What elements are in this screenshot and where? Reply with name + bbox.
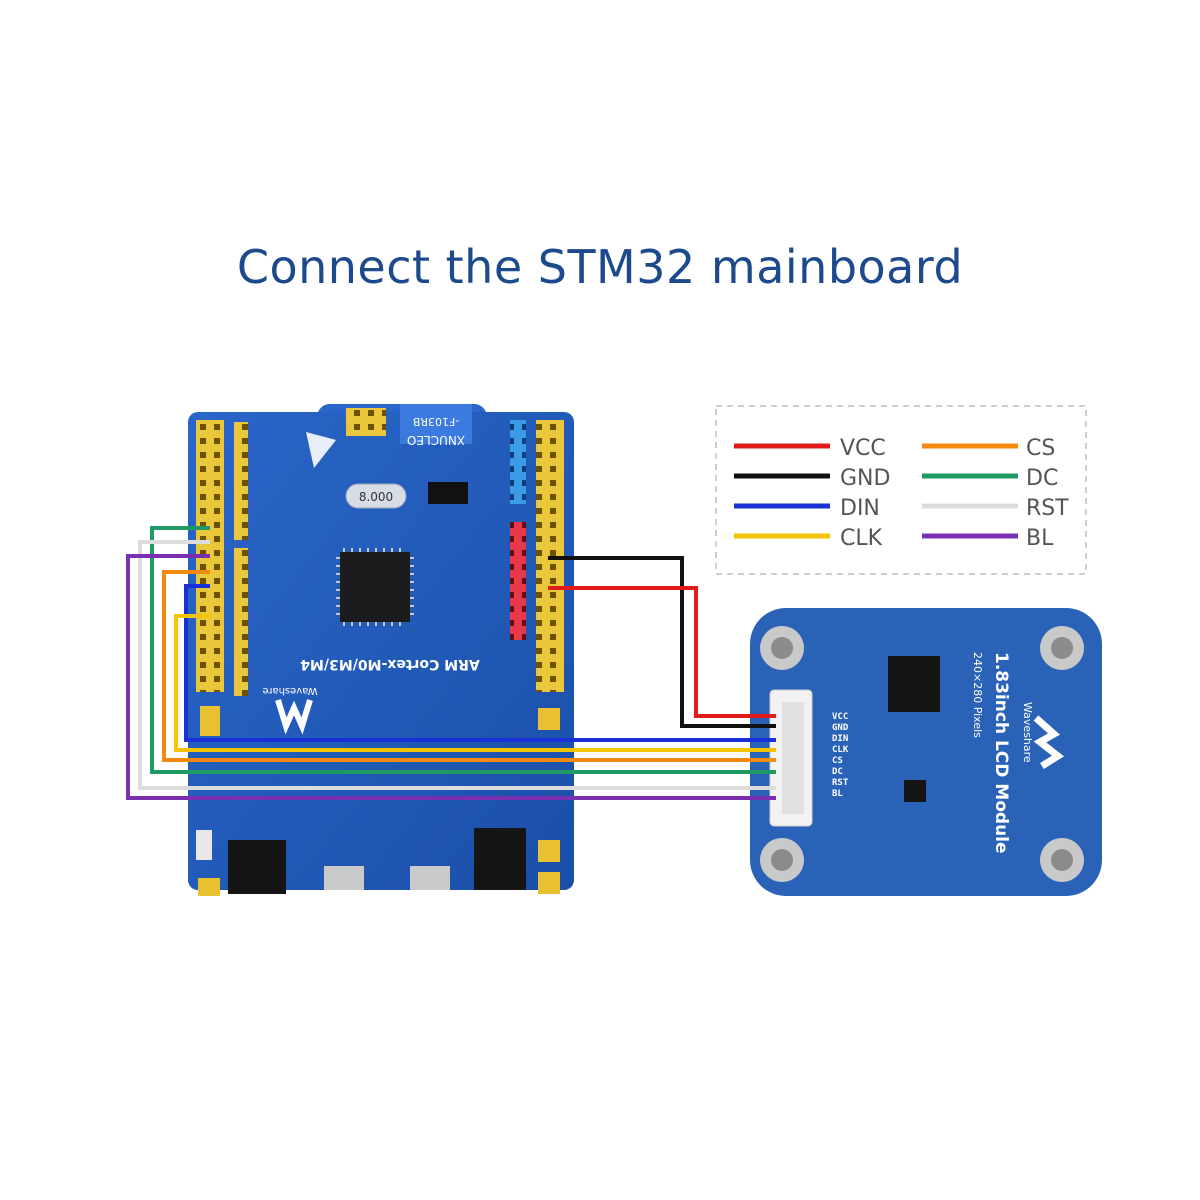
legend-label-clk: CLK	[840, 526, 883, 551]
lcd-pin-vcc: VCC	[832, 712, 848, 722]
wires	[126, 526, 776, 800]
dc-jack	[474, 828, 526, 890]
power-header	[510, 522, 526, 640]
legend-item-vcc: VCC	[734, 436, 886, 461]
waveshare-logo-icon	[1033, 715, 1065, 769]
wire-cs	[162, 570, 776, 762]
mcu-chip	[340, 552, 410, 622]
wire-din	[184, 584, 776, 742]
lcd-driver-chip	[888, 656, 940, 712]
lcd-name: 1.83inch LCD Module	[991, 652, 1011, 854]
wire-dc	[150, 526, 776, 774]
legend-label-gnd: GND	[840, 466, 890, 491]
legend-label-bl: BL	[1026, 526, 1054, 551]
lcd-pin-dc: DC	[832, 767, 843, 777]
legend-item-din: DIN	[734, 496, 880, 521]
diagram-title: Connect the STM32 mainboard	[236, 240, 964, 294]
legend-label-rst: RST	[1026, 496, 1069, 521]
usb-jack	[228, 840, 286, 894]
uart-port	[410, 866, 450, 890]
legend-item-rst: RST	[922, 496, 1069, 521]
legend-label-din: DIN	[840, 496, 880, 521]
lcd-module: VCC GND DIN CLK CS DC RST BL 1.83inch LC…	[750, 608, 1102, 896]
legend-item-dc: DC	[922, 466, 1058, 491]
wire-gnd	[548, 556, 776, 728]
lcd-pin-cs: CS	[832, 756, 843, 766]
wire-vcc	[548, 586, 776, 718]
stm32-mainboard: -F103RB XNUCLEO 8.000 ARM Cortex-M0/M3/M…	[188, 404, 574, 896]
wire-legend: VCC GND DIN CLK CS DC RST BL	[715, 405, 1087, 575]
chip-label: -F103RB	[413, 415, 459, 428]
legend-item-gnd: GND	[734, 466, 890, 491]
board-brand: Waveshare	[262, 685, 317, 696]
series-label: XNUCLEO	[407, 433, 465, 447]
lcd-resolution: 240×280 Pixels	[971, 652, 984, 738]
lcd-pin-clk: CLK	[832, 745, 849, 755]
lcd-pin-bl: BL	[832, 789, 843, 799]
analog-header	[510, 420, 526, 504]
board-name: ARM Cortex-M0/M3/M4	[300, 656, 480, 672]
lcd-pin-din: DIN	[832, 734, 848, 744]
legend-item-bl: BL	[922, 526, 1054, 551]
lcd-brand: Waveshare	[1021, 702, 1034, 763]
legend-item-clk: CLK	[734, 526, 883, 551]
legend-label-vcc: VCC	[840, 436, 886, 461]
crystal-label: 8.000	[359, 490, 393, 504]
legend-label-cs: CS	[1026, 436, 1055, 461]
wire-clk	[174, 614, 776, 752]
lcd-pin-rst: RST	[832, 778, 849, 788]
lcd-pin-gnd: GND	[832, 723, 849, 733]
usb-port	[324, 866, 364, 890]
legend-item-cs: CS	[922, 436, 1055, 461]
legend-label-dc: DC	[1026, 466, 1058, 491]
wire-bl	[126, 554, 776, 800]
wire-rst	[138, 540, 776, 790]
